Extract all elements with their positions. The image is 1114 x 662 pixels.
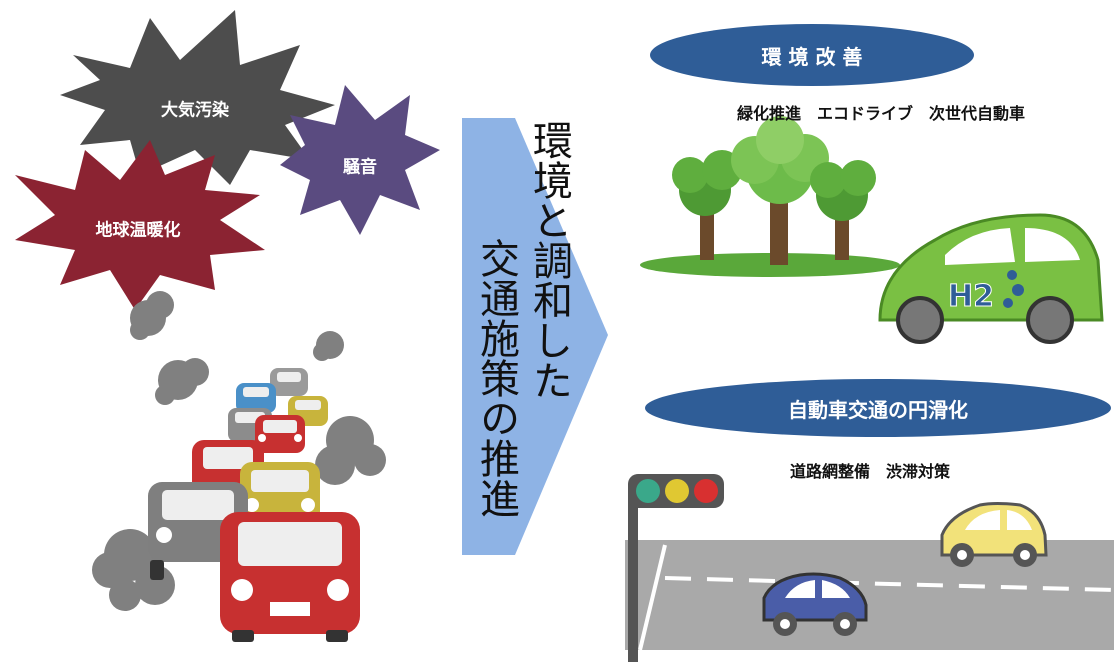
- air-pollution-burst: [60, 10, 335, 185]
- environment-subtitle: 緑化推進 エコドライブ 次世代自動車: [736, 104, 1026, 123]
- h2-label: H2: [948, 279, 994, 314]
- road-center-dashes: [664, 576, 1114, 592]
- noise-burst: [280, 85, 440, 235]
- car-red-small: [255, 415, 305, 453]
- road-edge-line: [638, 544, 667, 651]
- smoke-puff: [146, 291, 174, 319]
- traffic-jam: [148, 368, 360, 642]
- smoke-puff: [92, 552, 128, 588]
- car-blue: [236, 383, 276, 413]
- noise-label: 騒音: [343, 157, 377, 178]
- smoke-puff: [135, 565, 175, 605]
- signal-green-light: [636, 479, 660, 503]
- traffic-signal: [628, 474, 724, 662]
- signal-red-light: [694, 479, 718, 503]
- trees-illustration: [640, 116, 900, 277]
- signal-yellow-light: [665, 479, 689, 503]
- center-text-column-1: 環境と調和した: [526, 120, 572, 400]
- smoke-puff: [109, 579, 141, 611]
- environment-title-pill: 環 境 改 善: [650, 24, 974, 86]
- smoke-clouds: [92, 291, 386, 611]
- traffic-title: 自動車交通の円滑化: [788, 397, 968, 422]
- environment-title: 環 境 改 善: [761, 44, 863, 69]
- car-back: [270, 368, 308, 396]
- smoke-puff: [181, 358, 209, 386]
- car-yellow-mid: [240, 462, 320, 526]
- air-pollution-label: 大気汚染: [161, 100, 229, 121]
- smoke-puff: [313, 343, 331, 361]
- global-warming-label: 地球温暖化: [95, 220, 181, 241]
- smoke-puff: [315, 445, 355, 485]
- center-text-column-2: 交通施策の推進: [473, 238, 519, 518]
- smoke-puff: [130, 320, 150, 340]
- hydrogen-car: [878, 213, 1104, 344]
- direction-arrow: [462, 118, 608, 555]
- car-red-front: [220, 512, 360, 642]
- traffic-subtitle: 道路網整備 渋滞対策: [789, 462, 951, 481]
- smoke-puff: [155, 385, 175, 405]
- traffic-title-pill: 自動車交通の円滑化: [645, 379, 1111, 437]
- blue-car: [762, 572, 868, 636]
- smoke-puff: [354, 444, 386, 476]
- yellow-car: [940, 502, 1048, 567]
- global-warming-burst: [15, 140, 265, 310]
